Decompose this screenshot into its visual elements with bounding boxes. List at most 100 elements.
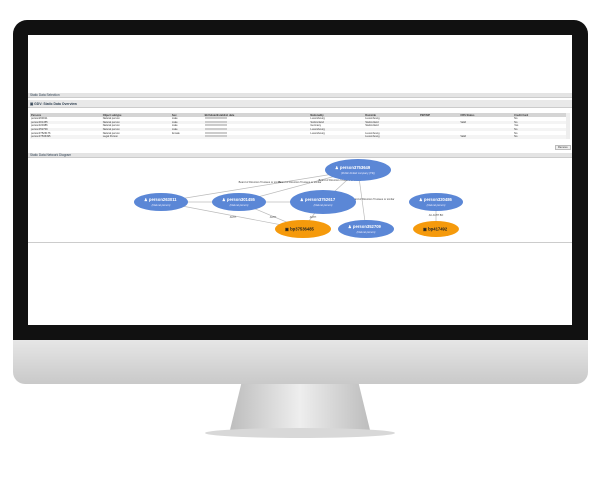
node-label: ♟ person301455 — [222, 197, 256, 202]
table-cell: Natural person — [101, 120, 171, 125]
table-cell: Valid — [459, 134, 514, 139]
node-bp417492[interactable] — [413, 221, 459, 237]
table-cell — [418, 134, 460, 139]
node-person301455[interactable] — [212, 193, 266, 211]
edge-label: Board of Directors Trustees or similar — [352, 197, 395, 201]
table-cell — [204, 117, 310, 121]
table-row[interactable]: person320486 Natural person male Germany Swi… — [30, 124, 567, 128]
table-cell: No — [513, 127, 567, 132]
node-subtype: (Natural person) — [427, 203, 446, 207]
node-person263011[interactable] — [134, 193, 188, 211]
column-header[interactable]: CRS Status — [459, 113, 514, 117]
table-cell: Luxembourg — [309, 127, 365, 132]
table-cell: Switzerland — [365, 124, 379, 128]
table-cell: female — [171, 131, 180, 135]
column-header[interactable]: Sex — [170, 113, 204, 117]
table-cell: Switzerland — [364, 120, 419, 125]
edge-label: Board of Directors Trustees or similar — [319, 178, 362, 182]
node-label: ♟ person3752617 — [300, 197, 336, 202]
table-cell — [203, 127, 310, 132]
table-cell — [203, 120, 310, 125]
node-subtype: (Natural person) — [357, 230, 376, 234]
column-header[interactable]: Birthdate/Establish date — [203, 113, 310, 117]
node-person37526176[interactable] — [290, 190, 356, 214]
node-label: ♟ person263011 — [144, 197, 177, 202]
edge-label: Board of Directors Trustees or similar — [279, 180, 322, 184]
table-scrollbar[interactable] — [566, 113, 570, 139]
column-header[interactable]: Persons — [30, 113, 102, 117]
table-cell: Natural person — [101, 127, 171, 132]
table-cell: Natural person — [102, 131, 120, 135]
table-cell — [204, 124, 310, 128]
table-cell: person352709 — [30, 127, 102, 132]
table-cell: Luxembourg — [365, 131, 380, 135]
edge-label: AUTH — [310, 216, 317, 219]
column-header[interactable]: Nationality — [309, 113, 365, 117]
remove-button[interactable]: Remove — [555, 145, 571, 150]
table-cell: Legal Person — [101, 134, 171, 139]
column-header[interactable]: Object subtype — [101, 113, 171, 117]
table-row[interactable]: person37526176 Natural person female Luxemb… — [30, 131, 567, 135]
column-header[interactable]: PEP/SIP — [418, 113, 460, 117]
table-cell: Luxembourg — [310, 131, 325, 135]
redacted-date — [204, 135, 227, 138]
table-cell — [364, 127, 419, 132]
column-header[interactable]: Credit Card — [513, 113, 567, 117]
node-person320486[interactable] — [409, 193, 463, 211]
node-label: ♟ person320486 — [419, 197, 453, 202]
table-cell: Valid — [459, 120, 514, 125]
table-cell: Luxembourg — [310, 117, 325, 121]
table-cell — [309, 134, 365, 139]
edge-label: AUTH — [230, 216, 237, 219]
table-cell: No — [514, 117, 518, 121]
node-label: ▣ bp37536485 — [285, 227, 315, 232]
table-cell: Germany — [310, 124, 322, 128]
table-cell — [204, 131, 310, 135]
table-cell: Natural person — [102, 124, 120, 128]
table-cell — [170, 134, 204, 139]
edge-label: AC AUTH BO — [429, 214, 444, 217]
table-cell: male — [170, 127, 204, 132]
table-cell: male — [171, 117, 178, 121]
node-label: ♟ person352709 — [348, 224, 382, 229]
node-person352709[interactable] — [338, 220, 394, 238]
table-cell: No — [513, 134, 567, 139]
panel-title: GDV: Static Data Overview — [34, 102, 77, 106]
panel-title: Static Data Network Diagram — [30, 153, 72, 157]
table-cell: person301455 — [30, 120, 102, 125]
node-label: ▣ bp417492 — [423, 227, 448, 232]
panel-network-diagram[interactable]: Static Data Network Diagram — [28, 153, 572, 158]
table-cell: Yes — [514, 124, 519, 128]
table-cell: person37526176 — [31, 131, 51, 135]
table-cell: Luxembourg — [364, 134, 419, 139]
redacted-date — [204, 131, 227, 134]
table-cell: person37536495 — [30, 134, 102, 139]
divider — [28, 242, 572, 243]
node-subtype: (Natural person) — [152, 203, 171, 207]
table-cell: male — [171, 124, 178, 128]
node-label: ♟ person3753649 — [335, 165, 371, 170]
screen: Static Data Selection ▣ GDV: Static Data… — [28, 35, 572, 325]
redacted-date — [204, 124, 227, 127]
panel-static-data-selection[interactable]: Static Data Selection — [28, 93, 572, 98]
redacted-date — [204, 128, 227, 131]
table-cell: Switzerland — [309, 120, 365, 125]
edge-label: Board of Directors Trustees or similar — [239, 180, 282, 184]
node-person37536495[interactable] — [325, 159, 391, 181]
table-cell: Luxembourg — [365, 117, 380, 121]
node-subtype: (Natural person) — [314, 203, 333, 207]
table-cell: No — [513, 120, 567, 125]
column-header[interactable]: Domicile — [364, 113, 419, 117]
table-cell: person320486 — [31, 124, 48, 128]
edge-label: AUTH — [270, 216, 277, 219]
node-subtype: (Public limited company (TS)) — [341, 171, 375, 175]
table-cell: male — [170, 120, 204, 125]
node-bp37536485[interactable] — [275, 220, 331, 238]
monitor-base — [205, 428, 395, 438]
panel-overview[interactable]: ▣ GDV: Static Data Overview — [28, 100, 572, 108]
